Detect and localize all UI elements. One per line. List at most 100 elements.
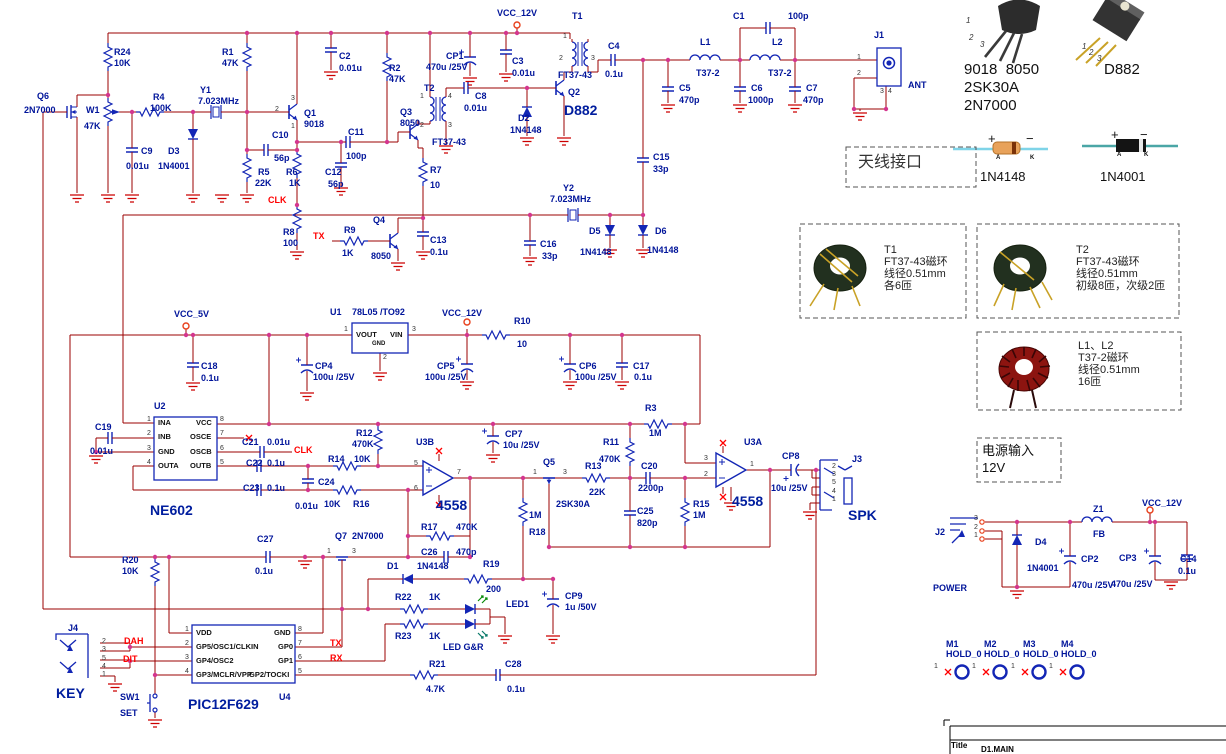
schematic-label: R23 bbox=[395, 631, 412, 641]
schematic-label: Q5 bbox=[543, 457, 556, 467]
schematic-label: R1 bbox=[222, 47, 234, 57]
schematic-label: C8 bbox=[475, 91, 487, 101]
schematic-label: 8050 bbox=[371, 251, 392, 261]
schematic-label: Z1 bbox=[1093, 504, 1104, 514]
schematic-label: CP6 bbox=[579, 361, 597, 371]
schematic-label: R24 bbox=[114, 47, 131, 57]
schematic-label: 0.1u bbox=[267, 458, 286, 468]
schematic-label: 1 bbox=[974, 532, 978, 539]
schematic-label: KEY bbox=[56, 685, 85, 701]
schematic-label: 33p bbox=[542, 251, 558, 261]
schematic-label: CLK bbox=[294, 445, 313, 455]
schematic-label: 1 bbox=[344, 326, 348, 333]
schematic-label: 2200p bbox=[638, 483, 664, 493]
schematic-label: 1000p bbox=[748, 95, 774, 105]
schematic-label: K bbox=[1030, 155, 1035, 161]
schematic-label: 1u /50V bbox=[565, 602, 597, 612]
schematic-label: C28 bbox=[505, 659, 522, 669]
schematic-label: 4 bbox=[832, 488, 836, 495]
schematic-label: C19 bbox=[95, 422, 112, 432]
schematic-label: 1 bbox=[327, 548, 331, 555]
schematic-label: DAH bbox=[124, 636, 144, 646]
schematic-label: LED1 bbox=[506, 599, 530, 609]
schematic-label: 2 bbox=[974, 524, 978, 531]
schematic-label: 2 bbox=[275, 106, 279, 113]
schematic-label: R3 bbox=[645, 403, 657, 413]
schematic-label: GP1 bbox=[278, 656, 294, 665]
schematic-label: 3 bbox=[704, 455, 708, 462]
schematic-label: 1K bbox=[289, 178, 301, 188]
schematic-label: VIN bbox=[390, 330, 403, 339]
schematic-label: R20 bbox=[122, 555, 139, 565]
schematic-label: GP2/TOCKI bbox=[249, 670, 290, 679]
schematic-label: + bbox=[1111, 127, 1119, 142]
schematic-label: J2 bbox=[935, 527, 946, 537]
schematic-label: R15 bbox=[693, 499, 710, 509]
schematic-label: R9 bbox=[344, 225, 356, 235]
schematic-label: − bbox=[1140, 127, 1148, 142]
schematic-label: M2 bbox=[984, 639, 997, 649]
schematic-label: Q4 bbox=[373, 215, 386, 225]
schematic-label: 1 bbox=[533, 469, 537, 476]
schematic-label: 1K bbox=[429, 592, 441, 602]
schematic-label: 7.023MHz bbox=[198, 96, 240, 106]
schematic-label: PIC12F629 bbox=[188, 696, 259, 712]
schematic-label: HOLD_0 bbox=[1061, 649, 1097, 659]
1n4148-photo bbox=[953, 141, 1048, 155]
schematic-label: 2 bbox=[704, 471, 708, 478]
schematic-label: 天线接口 bbox=[858, 154, 923, 171]
schematic-label: 470K bbox=[599, 454, 621, 464]
schematic-label: TX bbox=[313, 231, 325, 241]
schematic-label: L1 bbox=[700, 37, 711, 47]
schematic-label: 8050 bbox=[400, 118, 421, 128]
schematic-label: RX bbox=[330, 653, 343, 663]
schematic-label: 2 bbox=[969, 33, 974, 42]
schematic-label: 1M bbox=[693, 510, 706, 520]
schematic-label: NE602 bbox=[150, 502, 193, 518]
schematic-label: C7 bbox=[806, 83, 818, 93]
schematic-label: R13 bbox=[585, 461, 602, 471]
schematic-label: 10K bbox=[114, 58, 131, 68]
schematic-label: 1 bbox=[972, 663, 976, 670]
to92-photo bbox=[983, 0, 1040, 64]
title-block-value: D1.MAIN bbox=[981, 745, 1014, 754]
schematic-label: R22 bbox=[395, 592, 412, 602]
schematic-label: M3 bbox=[1023, 639, 1036, 649]
schematic-label: C15 bbox=[653, 152, 670, 162]
schematic-label: 1 bbox=[857, 54, 861, 61]
schematic-label: D1 bbox=[387, 561, 399, 571]
schematic-label: 7 bbox=[298, 640, 302, 647]
schematic-label: 0.01u bbox=[339, 63, 363, 73]
schematic-label: 0.1u bbox=[201, 373, 220, 383]
schematic-label: 1 bbox=[832, 496, 836, 503]
schematic-label: 4558 bbox=[732, 493, 764, 509]
schematic-label: 3 bbox=[974, 515, 978, 522]
schematic-label: 78L05 /TO92 bbox=[352, 307, 405, 317]
schematic-label: 10 bbox=[430, 180, 441, 190]
schematic-label: 1 bbox=[563, 33, 567, 40]
schematic-label: 1 bbox=[185, 626, 189, 633]
schematic-label: 100u /25V bbox=[425, 372, 467, 382]
schematic-label: 1 bbox=[1082, 42, 1087, 51]
schematic-label: C16 bbox=[540, 239, 557, 249]
schematic-label: 10u /25V bbox=[503, 440, 540, 450]
schematic-label: FT37-43磁环 bbox=[1076, 256, 1140, 268]
schematic-label: 3 bbox=[147, 445, 151, 452]
schematic-label: 100p bbox=[788, 11, 809, 21]
schematic-label: 9018 8050 bbox=[964, 61, 1040, 78]
schematic-label: SW1 bbox=[120, 692, 140, 702]
schematic-label: CP1 bbox=[446, 51, 464, 61]
schematic-label: 0.1u bbox=[1178, 566, 1197, 576]
schematic-label: 1 bbox=[1049, 663, 1053, 670]
schematic-label: 1N4001 bbox=[158, 161, 190, 171]
schematic-label: 3 bbox=[563, 469, 567, 476]
schematic-label: 1 bbox=[966, 16, 971, 25]
schematic-label: 9018 bbox=[304, 119, 325, 129]
schematic-label: U2 bbox=[154, 401, 166, 411]
schematic-label: 7 bbox=[457, 469, 461, 476]
schematic-label: C13 bbox=[430, 235, 447, 245]
schematic-label: 3 bbox=[448, 122, 452, 129]
schematic-label: Q7 bbox=[335, 531, 348, 541]
schematic-label: OSCE bbox=[190, 432, 212, 441]
schematic-label: 4 bbox=[185, 668, 189, 675]
